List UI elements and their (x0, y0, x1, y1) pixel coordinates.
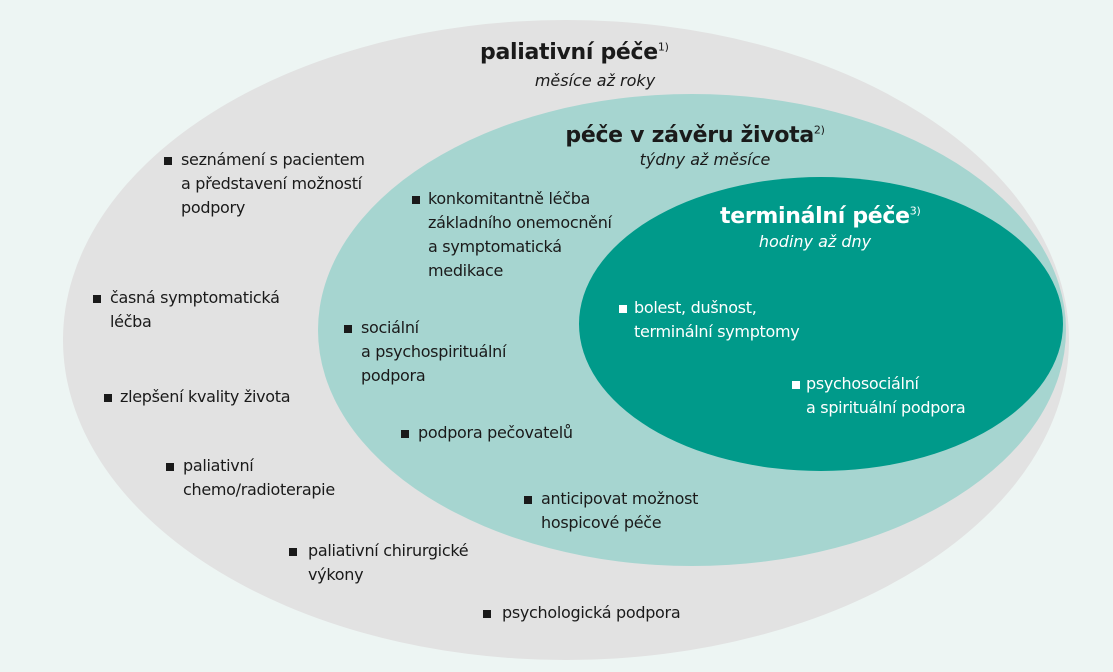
outer-title-text: paliativní péče (480, 40, 658, 65)
bullet-icon (289, 548, 297, 556)
item-text: časná symptomatická léčba (110, 288, 280, 331)
outer-item: paliativní chirurgické výkony (308, 539, 469, 587)
item-text: psychosociální a spirituální podpora (806, 374, 966, 417)
middle-title: péče v závěru života2) (560, 123, 830, 148)
bullet-icon (619, 305, 627, 313)
item-text: zlepšení kvality života (120, 387, 291, 406)
bullet-icon (164, 157, 172, 165)
outer-subtitle: měsíce až roky (534, 71, 656, 90)
bullet-icon (344, 325, 352, 333)
inner-title: terminální péče3) (720, 204, 921, 229)
inner-title-text: terminální péče (720, 204, 910, 229)
item-text: paliativní chirurgické výkony (308, 541, 469, 584)
inner-item: psychosociální a spirituální podpora (806, 372, 966, 420)
middle-item: anticipovat možnost hospicové péče (541, 487, 698, 535)
bullet-icon (166, 463, 174, 471)
bullet-icon (93, 295, 101, 303)
item-text: paliativní chemo/radioterapie (183, 456, 335, 499)
middle-subtitle: týdny až měsíce (639, 150, 771, 169)
middle-title-text: péče v závěru života (565, 123, 814, 148)
middle-item: konkomitantně léčba základního onemocněn… (428, 187, 612, 283)
footnote-2: 2) (813, 123, 825, 137)
item-text: psychologická podpora (502, 603, 681, 622)
middle-item: sociální a psychospirituální podpora (361, 316, 506, 388)
outer-item: časná symptomatická léčba (110, 286, 280, 334)
footnote-1: 1) (657, 40, 669, 54)
outer-item: psychologická podpora (502, 601, 681, 625)
item-text: sociální a psychospirituální podpora (361, 318, 507, 385)
bullet-icon (104, 394, 112, 402)
outer-title: paliativní péče1) (480, 40, 669, 65)
bullet-icon (401, 430, 409, 438)
inner-ellipse (579, 177, 1063, 471)
outer-item: zlepšení kvality života (120, 385, 291, 409)
bullet-icon (483, 610, 491, 618)
item-text: konkomitantně léčba základního onemocněn… (428, 189, 612, 280)
inner-subtitle: hodiny až dny (758, 232, 872, 251)
item-text: podpora pečovatelů (418, 423, 573, 442)
outer-item: paliativní chemo/radioterapie (183, 454, 335, 502)
bullet-icon (524, 496, 532, 504)
middle-item: podpora pečovatelů (418, 421, 573, 445)
footnote-3: 3) (909, 204, 921, 218)
bullet-icon (792, 381, 800, 389)
inner-item: bolest, dušnost, terminální symptomy (634, 296, 800, 344)
outer-item: seznámení s pacientem a představení možn… (181, 148, 365, 220)
bullet-icon (412, 196, 420, 204)
item-text: seznámení s pacientem a představení možn… (181, 150, 365, 217)
item-text: bolest, dušnost, terminální symptomy (634, 298, 800, 341)
item-text: anticipovat možnost hospicové péče (541, 489, 699, 532)
